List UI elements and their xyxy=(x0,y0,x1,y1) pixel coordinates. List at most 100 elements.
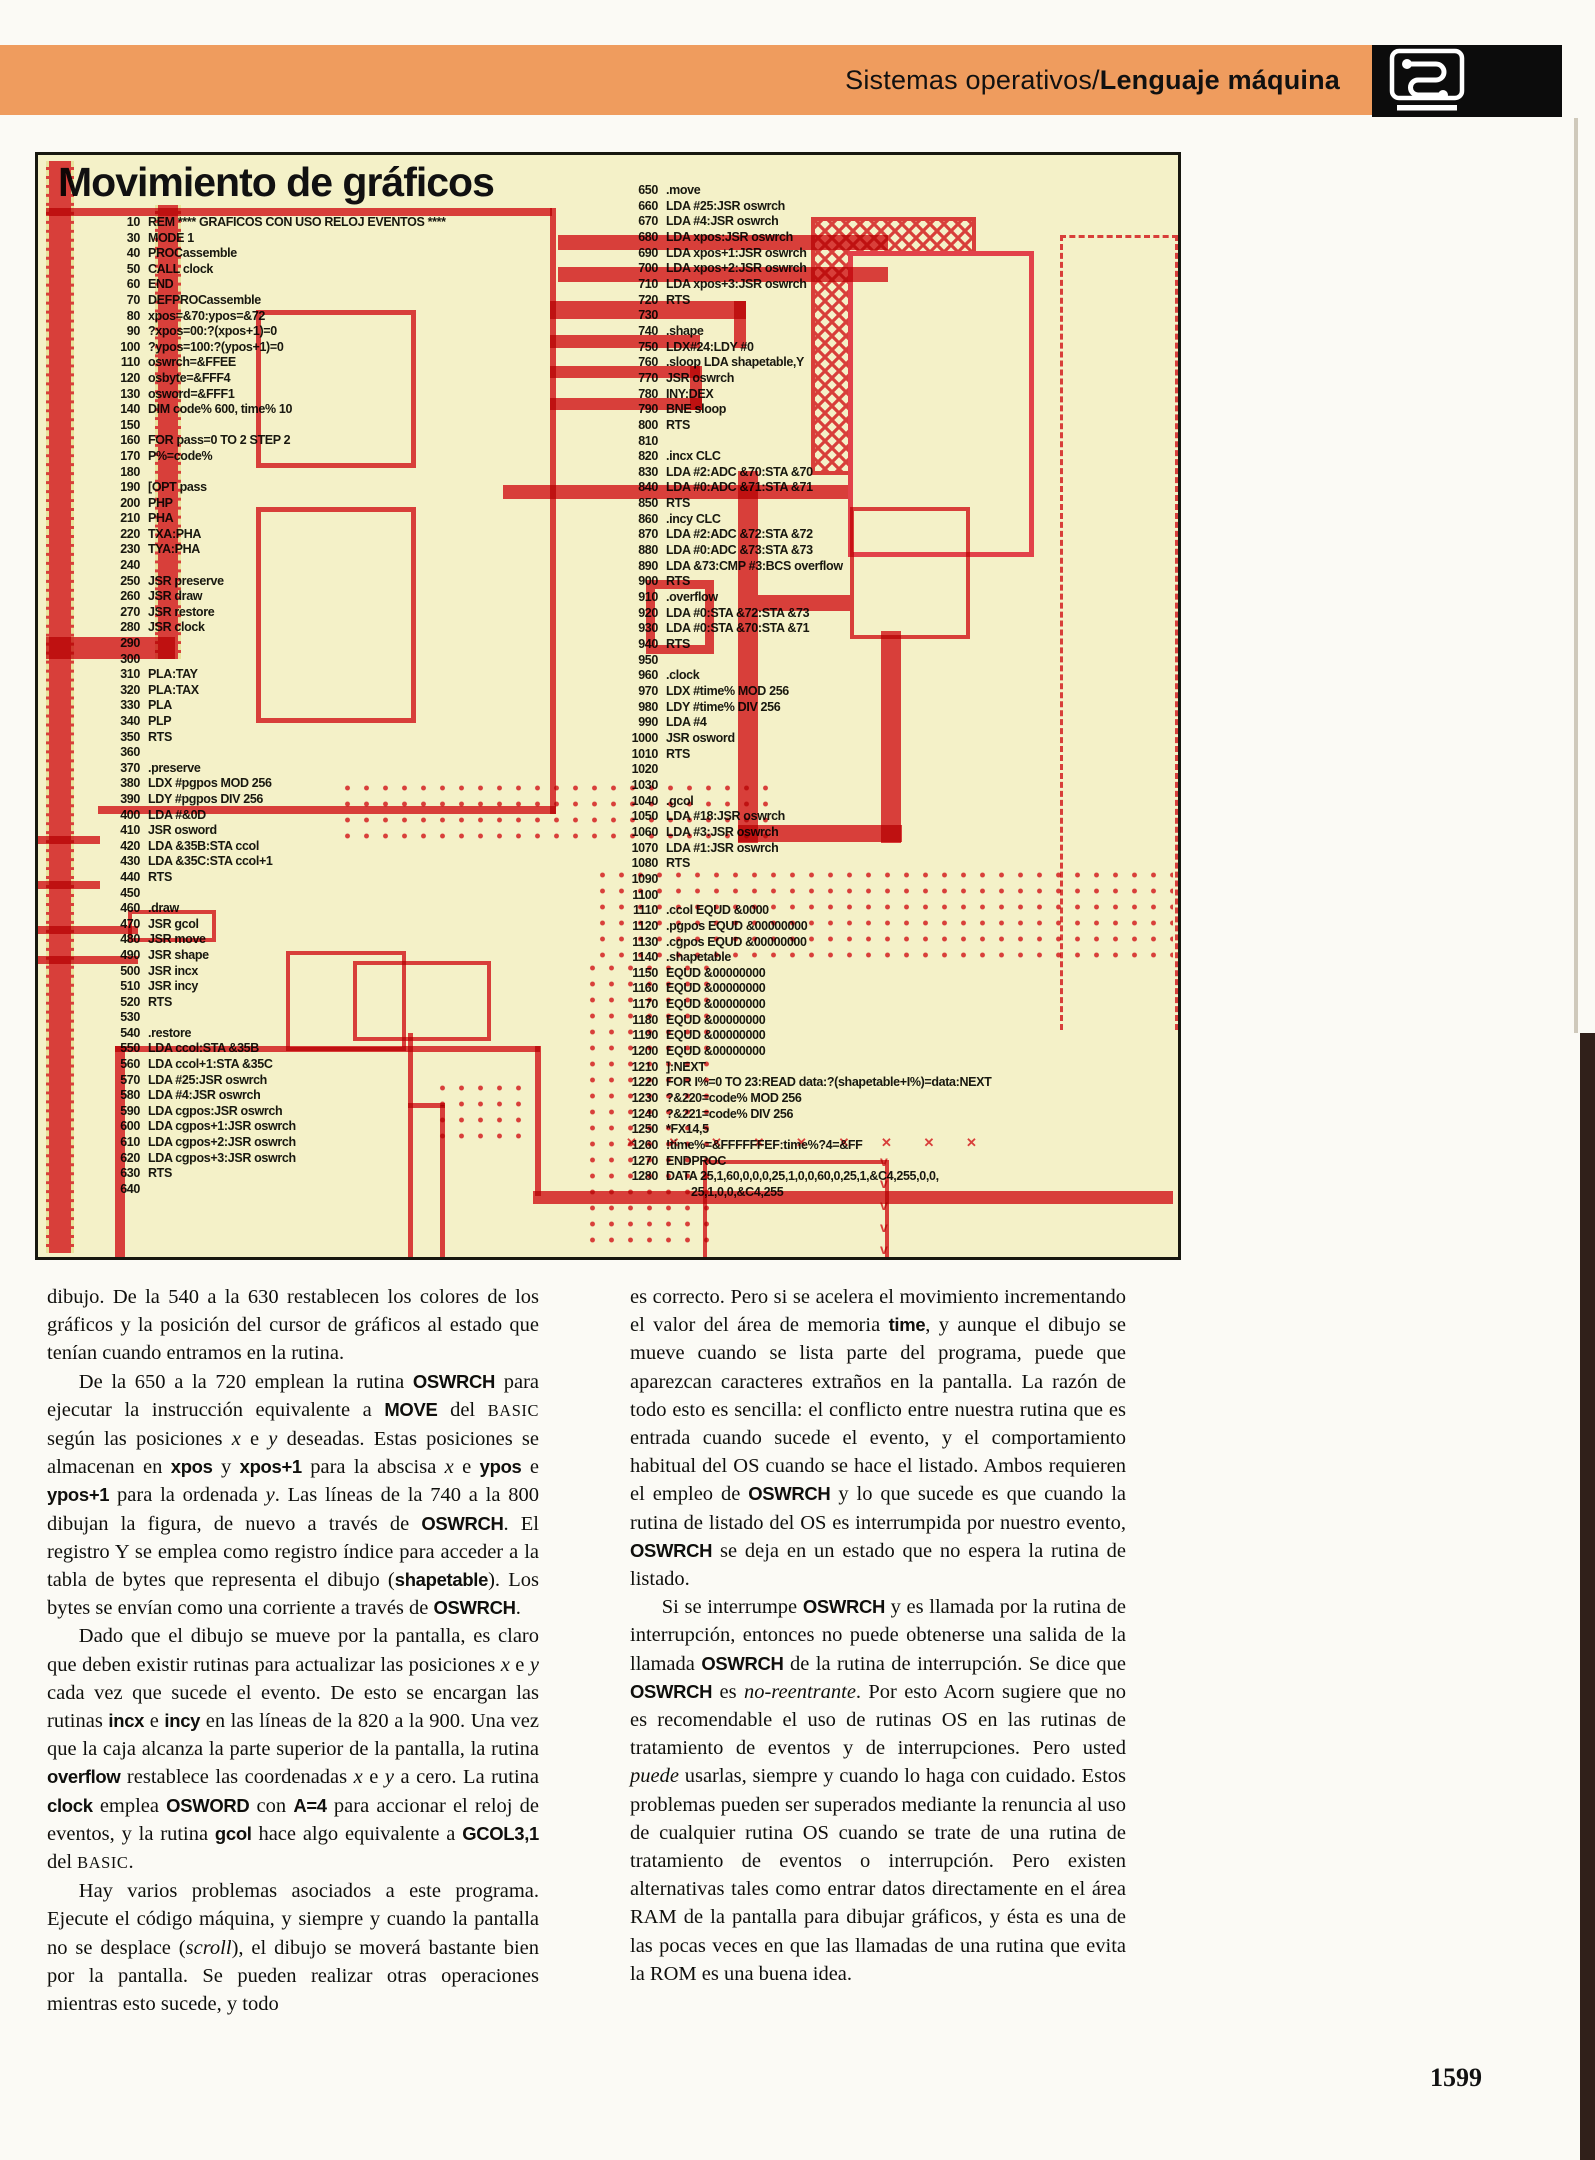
article-column-left: dibujo. De la 540 a la 630 restablecen l… xyxy=(47,1283,539,2018)
code-line: 90?xpos=00:?(xpos+1)=0 xyxy=(126,324,277,339)
red-line xyxy=(550,208,556,814)
code-line: 190[OPT pass xyxy=(120,480,207,495)
code-line: 1020 xyxy=(631,762,659,777)
code-line: 1130.cgpos EQUD &00000000 xyxy=(632,934,807,949)
red-line xyxy=(38,836,100,844)
code-line: 100?ypos=100:?(ypos+1)=0 xyxy=(120,339,284,354)
route-icon xyxy=(1389,48,1465,111)
code-line: 360 xyxy=(120,745,140,760)
page-number: 1599 xyxy=(1430,2063,1482,2092)
code-line: 180 xyxy=(120,464,140,479)
code-line: 910.overflow xyxy=(638,590,718,605)
code-line: 1120.pgpos EQUD &00000000 xyxy=(632,918,808,933)
paragraph: es correcto. Pero si se acelera el movim… xyxy=(630,1286,1126,1591)
section-header-title: Sistemas operativos/Lenguaje máquina xyxy=(845,45,1340,115)
code-line: 1040.gcol xyxy=(631,793,694,808)
code-line: 1210]:NEXT xyxy=(631,1059,706,1074)
code-line: 740.shape xyxy=(638,323,704,338)
section-topic: Lenguaje máquina xyxy=(1099,64,1340,95)
code-line: 960.clock xyxy=(638,668,700,683)
code-line: 300 xyxy=(120,651,140,666)
code-line: 530 xyxy=(120,1010,140,1025)
code-line: 1240?&221=code% DIV 256 xyxy=(631,1106,794,1121)
code-line: 450 xyxy=(120,885,140,900)
code-line: 540.restore xyxy=(120,1025,192,1040)
code-line: 150 xyxy=(120,417,140,432)
page-edge-line xyxy=(1574,118,1578,1033)
paragraph: Si se interrumpe OSWRCH y es llamada por… xyxy=(630,1596,1126,1985)
paragraph: Dado que el dibujo se mueve por la panta… xyxy=(47,1625,539,1874)
code-line: 1260!time%=&FFFFFFEF:time%?4=&FF xyxy=(631,1138,863,1153)
red-dot-texture xyxy=(433,1080,523,1140)
code-line: 760.sloop LDA shapetable,Y xyxy=(638,355,805,370)
paragraph: dibujo. De la 540 a la 630 restablecen l… xyxy=(47,1286,539,1365)
code-line: 1110.ccol EQUD &0000 xyxy=(632,903,769,918)
code-line: 1140.shapetable xyxy=(632,950,731,965)
code-line: 860.incy CLC xyxy=(638,511,721,526)
